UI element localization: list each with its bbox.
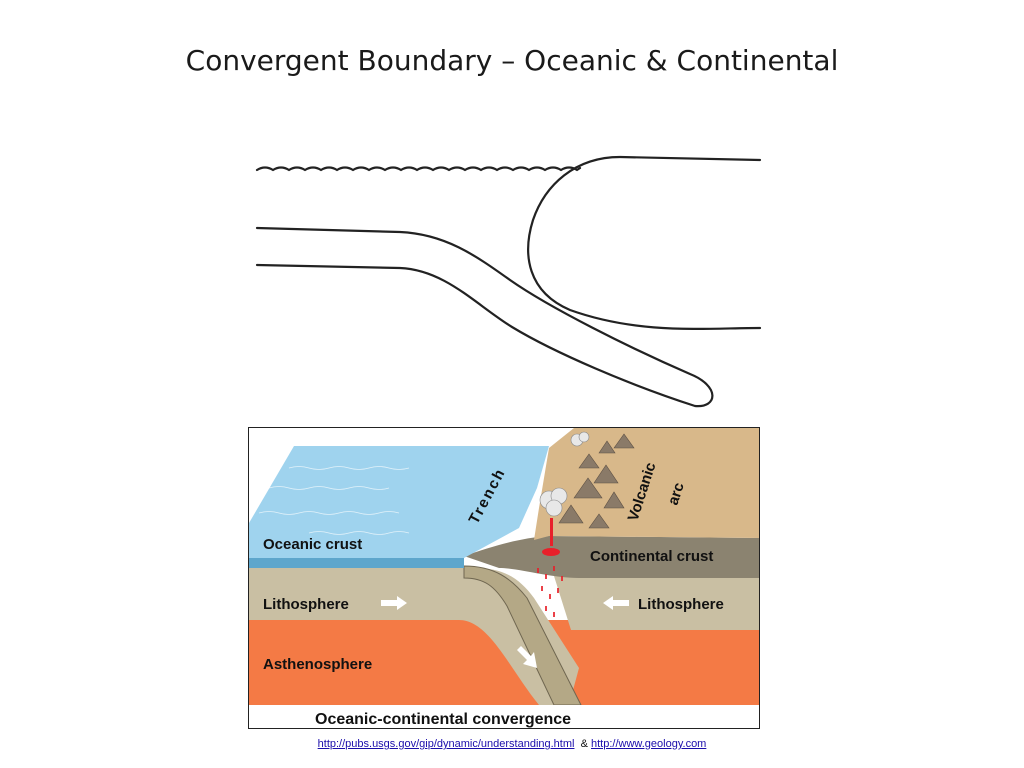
sketch-continent-outline bbox=[527, 155, 762, 331]
arrow-left-icon bbox=[603, 596, 629, 610]
figure-caption: Oceanic-continental convergence bbox=[315, 711, 571, 728]
lithosphere-right-layer bbox=[554, 576, 759, 630]
source-link-usgs[interactable]: http://pubs.usgs.gov/gip/dynamic/underst… bbox=[317, 738, 575, 750]
sketch-sea-surface bbox=[255, 166, 582, 172]
source-link-geology[interactable]: http://www.geology.com bbox=[591, 738, 707, 750]
label-asthenosphere: Asthenosphere bbox=[263, 656, 372, 673]
oceanic-crust-layer bbox=[249, 558, 464, 568]
caption-band bbox=[249, 705, 759, 728]
sketch-plate-top bbox=[255, 226, 714, 408]
label-volcanic-arc-2: arc bbox=[665, 481, 688, 508]
label-oceanic-crust: Oceanic crust bbox=[263, 536, 362, 553]
magma-plume bbox=[542, 518, 560, 556]
source-separator: & bbox=[580, 738, 588, 750]
eruption-cloud-icon bbox=[539, 487, 568, 517]
magma-droplets bbox=[537, 566, 563, 617]
slide-title: Convergent Boundary – Oceanic & Continen… bbox=[185, 44, 839, 77]
ocean-waves bbox=[258, 466, 410, 535]
source-citation: http://pubs.usgs.gov/gip/dynamic/underst… bbox=[0, 738, 1024, 750]
block-diagram-canvas: Trench Volcanic arc Oceanic crust Contin… bbox=[249, 428, 759, 728]
line-sketch-diagram bbox=[255, 155, 762, 408]
label-lithosphere-left: Lithosphere bbox=[263, 596, 349, 613]
arrow-right-icon bbox=[381, 596, 407, 610]
block-diagram: Trench Volcanic arc Oceanic crust Contin… bbox=[248, 427, 760, 729]
continental-crust-layer bbox=[464, 536, 759, 578]
label-continental-crust: Continental crust bbox=[590, 548, 713, 565]
label-lithosphere-right: Lithosphere bbox=[638, 596, 724, 613]
arrow-down-right-icon bbox=[517, 646, 537, 668]
volcanic-mountains bbox=[558, 433, 635, 529]
ocean-surface bbox=[249, 446, 549, 558]
lithosphere-left-layer bbox=[249, 568, 579, 705]
summit-cloud-icon bbox=[570, 431, 590, 447]
